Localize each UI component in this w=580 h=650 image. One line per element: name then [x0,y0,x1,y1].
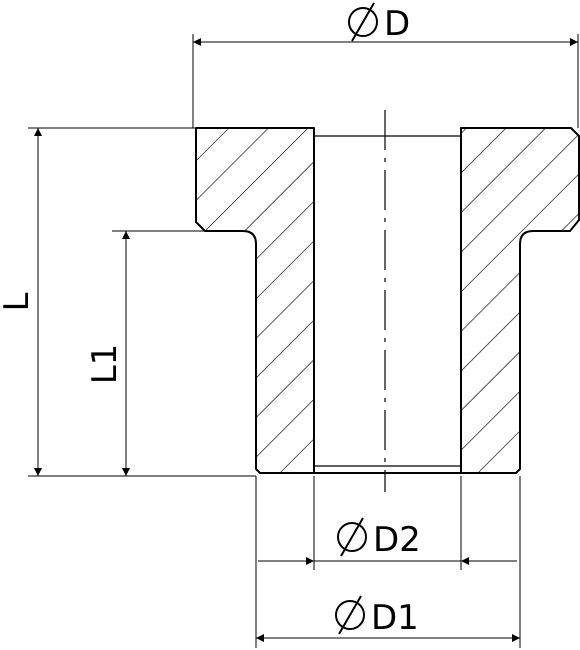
label-d-text: D [384,4,410,44]
label-d1-text: D1 [371,598,419,638]
diameter-icon [337,522,367,552]
label-l: L [0,292,37,311]
label-d: D [348,2,410,44]
diameter-icon [348,7,378,37]
diameter-icon [335,600,365,630]
label-d2: D2 [337,517,421,560]
label-d2-text: D2 [373,520,421,560]
left-section-hatch [195,127,315,474]
right-section-hatch [460,127,580,474]
label-d1: D1 [335,595,419,638]
label-l1: L1 [85,344,125,385]
